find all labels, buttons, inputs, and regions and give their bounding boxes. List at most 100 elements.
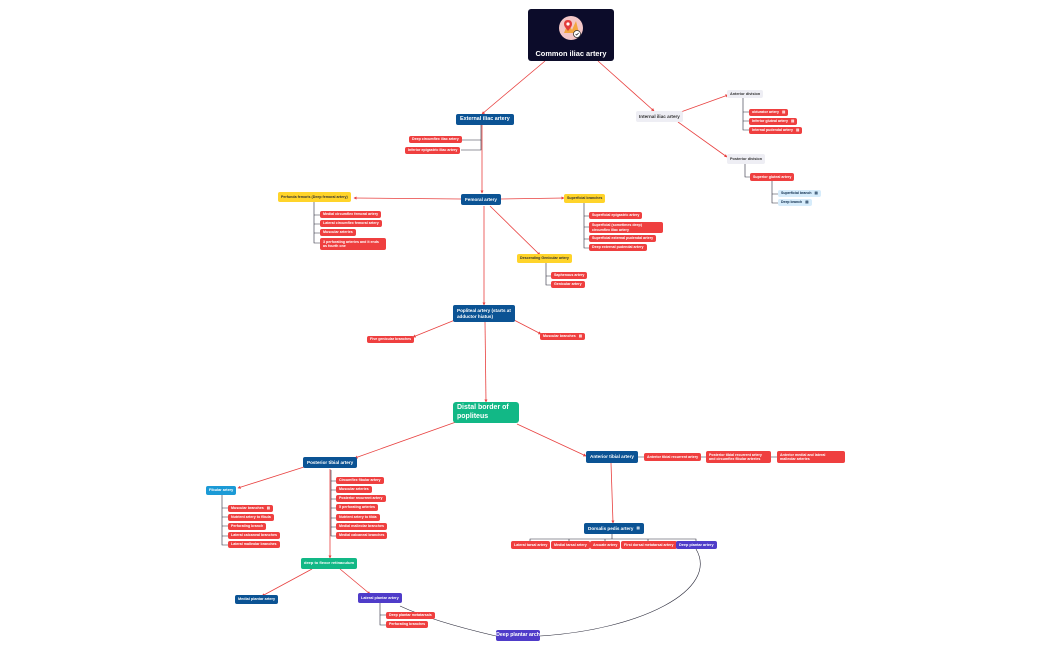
node-label: Anterior tibial recurrent artery	[647, 454, 699, 459]
node-medial-calcaneal[interactable]: Medial calcaneal branches	[336, 532, 388, 539]
node-label: Fibular artery	[209, 488, 234, 493]
note-icon[interactable]: ▤	[578, 334, 583, 339]
node-anterior-malleolar[interactable]: Anterior medial and lateral malleolar ar…	[777, 451, 845, 463]
node-label: Inferior epigastric iliac artery	[408, 148, 458, 153]
node-label: Posterior division	[730, 156, 763, 161]
node-descending-genicular[interactable]: Descending Genicular artery	[517, 254, 572, 263]
node-anterior-division[interactable]: Anterior division	[727, 90, 764, 98]
node-popliteal-artery[interactable]: Popliteal artery (starts at adductor hia…	[453, 305, 515, 322]
node-deep-external-pudendal[interactable]: Deep external pudendal artery	[589, 244, 647, 251]
note-icon[interactable]: ▤	[805, 200, 809, 205]
node-fibular-muscular-branches[interactable]: Muscular branches▤	[228, 505, 274, 512]
note-icon[interactable]: ▤	[795, 128, 800, 133]
node-lateral-calcaneal[interactable]: Lateral calcaneal branches	[228, 532, 280, 539]
node-posterior-recurrent[interactable]: Posterior recurrent artery	[336, 495, 386, 502]
node-label: Femoral artery	[465, 196, 497, 202]
node-obturator-artery[interactable]: obturator artery▤	[749, 109, 789, 116]
node-deep-plantar-metatarsals[interactable]: Deep plantar metatarsals	[386, 612, 435, 619]
node-label: Muscular arteries	[339, 487, 369, 492]
node-muscular-branches[interactable]: Muscular branches▤	[540, 333, 586, 340]
node-perforating-branch[interactable]: Perforating branch	[228, 523, 267, 530]
node-profunda-femoris[interactable]: Perfunda femoris (Deep femoral artery)	[278, 192, 351, 202]
node-label: Deep external pudendal artery	[592, 245, 644, 250]
node-five-genicular-branches[interactable]: Five genicular branches	[367, 336, 415, 343]
node-posterior-division[interactable]: Posterior division	[727, 154, 766, 164]
node-superficial-branches[interactable]: Superficial branches	[564, 194, 606, 203]
node-label: Superficial epigastric artery	[592, 213, 640, 218]
node-lp-perforating-branches[interactable]: Perforating branches	[386, 621, 429, 628]
node-label: First dorsal metatarsal artery	[624, 542, 674, 547]
node-label: Medial tarsal artery	[554, 542, 587, 547]
node-label: Lateral calcaneal branches	[231, 533, 277, 538]
node-posterior-tibial-recurrent[interactable]: Posterior tibial recurrent artery and ci…	[706, 451, 771, 463]
node-perforating-arteries[interactable]: 3 perforating arteries and it ends as fo…	[320, 238, 386, 250]
node-label: Perforating branch	[231, 524, 264, 529]
node-saphenous-artery[interactable]: Saphenous artery	[551, 272, 588, 279]
node-label: Deep plantar metatarsals	[389, 613, 432, 618]
node-label: Medial malleolar branches	[339, 524, 384, 529]
node-superior-gluteal[interactable]: Superior gluteal artery	[750, 173, 795, 181]
node-posterior-tibial-artery[interactable]: Posterior tibial artery	[303, 457, 358, 468]
node-label: Deep circumflex iliac artery	[412, 137, 459, 142]
node-internal-pudendal[interactable]: Internal pudendal artery▤	[749, 127, 803, 134]
node-medial-plantar[interactable]: Medial plantar artery	[235, 595, 279, 604]
node-deep-to-flexor-retinaculum[interactable]: deep to flexor retinaculum	[301, 558, 358, 569]
node-medial-circumflex-femoral[interactable]: Medial circumflex femoral artery	[320, 211, 382, 218]
node-label: Deep branch	[781, 200, 803, 205]
node-deep-plantar-artery[interactable]: Deep plantar artery	[676, 541, 717, 549]
node-superficial-epigastric[interactable]: Superficial epigastric artery	[589, 212, 643, 219]
root-title: Common iliac artery	[535, 49, 607, 58]
node-fibular-artery[interactable]: Fibular artery	[206, 486, 237, 495]
node-internal-iliac-artery[interactable]: Internal iliac artery	[636, 111, 683, 122]
node-medial-tarsal[interactable]: Medial tarsal artery	[551, 541, 590, 549]
note-icon[interactable]: ▤	[790, 119, 795, 124]
node-superficial-external-pudendal[interactable]: Superficial external pudendal artery	[589, 235, 657, 242]
node-label: Muscular branches	[231, 506, 264, 511]
node-label: Superficial (sometimes deep) circumflex …	[592, 223, 642, 232]
node-medial-malleolar[interactable]: Medial malleolar branches	[336, 523, 387, 530]
node-circumflex-fibular[interactable]: Circumflex fibular artery	[336, 477, 384, 484]
node-inferior-gluteal[interactable]: Inferior gluteal artery▤	[749, 118, 798, 125]
node-label: Perforating branches	[389, 622, 426, 627]
node-lateral-malleolar[interactable]: Lateral malleolar branches	[228, 541, 280, 548]
note-icon[interactable]: ▤	[781, 110, 786, 115]
node-label: Nutrient artery to fibula	[231, 515, 271, 520]
node-lateral-tarsal[interactable]: Lateral tarsal artery	[511, 541, 551, 549]
node-anterior-tibial-artery[interactable]: Anterior tibial artery	[586, 451, 638, 463]
node-lateral-circumflex-femoral[interactable]: Lateral circumflex femoral artery	[320, 220, 382, 227]
note-icon[interactable]: ▤	[636, 526, 640, 531]
node-superficial-circumflex-iliac[interactable]: Superficial (sometimes deep) circumflex …	[589, 222, 663, 233]
node-five-perforating[interactable]: 5 perforating arteries	[336, 504, 378, 511]
node-deep-branch[interactable]: Deep branch▤	[778, 199, 812, 206]
node-label: Deep plantar arch	[496, 631, 540, 638]
node-muscular-arteries[interactable]: Muscular arteries	[320, 229, 356, 236]
node-distal-border-popliteus[interactable]: Distal border of popliteus	[453, 402, 519, 423]
node-label: Medial circumflex femoral artery	[323, 212, 379, 217]
node-nutrient-artery-fibula[interactable]: Nutrient artery to fibula	[228, 514, 274, 521]
note-icon[interactable]: ▤	[814, 191, 818, 196]
node-label: Internal pudendal artery	[752, 128, 793, 133]
node-label: Medial plantar artery	[238, 597, 276, 602]
node-label: Distal border of popliteus	[457, 404, 509, 420]
node-first-dorsal-metatarsal[interactable]: First dorsal metatarsal artery	[621, 541, 677, 549]
node-femoral-artery[interactable]: Femoral artery	[461, 194, 501, 205]
node-label: 5 perforating arteries	[339, 505, 375, 510]
node-pt-muscular-arteries[interactable]: Muscular arteries	[336, 486, 372, 493]
node-dorsalis-pedis[interactable]: Dorsalis pedis artery▤	[584, 523, 644, 534]
root-node-common-iliac[interactable]: Common iliac artery	[528, 9, 614, 61]
node-label: Deep plantar artery	[679, 542, 714, 547]
node-label: deep to flexor retinaculum	[304, 560, 355, 566]
node-deep-plantar-arch[interactable]: Deep plantar arch	[496, 630, 540, 641]
node-superficial-branch[interactable]: Superficial branch▤	[778, 190, 821, 197]
note-icon[interactable]: ▤	[266, 506, 271, 511]
node-label: Saphenous artery	[554, 273, 585, 278]
node-label: Medial calcaneal branches	[339, 533, 385, 538]
node-anterior-tibial-recurrent[interactable]: Anterior tibial recurrent artery	[644, 453, 702, 461]
node-genicular-artery[interactable]: Genicular artery	[551, 281, 585, 288]
node-external-iliac-artery[interactable]: External iliac artery	[456, 114, 514, 125]
node-nutrient-artery-tibia[interactable]: Nutrient artery to tibia	[336, 514, 380, 521]
node-lateral-plantar[interactable]: Lateral plantar artery	[358, 593, 402, 603]
node-deep-circumflex-iliac[interactable]: Deep circumflex iliac artery	[409, 136, 462, 143]
node-arcuate-artery[interactable]: Arcuate artery	[590, 541, 621, 549]
node-inferior-epigastric[interactable]: Inferior epigastric iliac artery	[405, 147, 461, 154]
